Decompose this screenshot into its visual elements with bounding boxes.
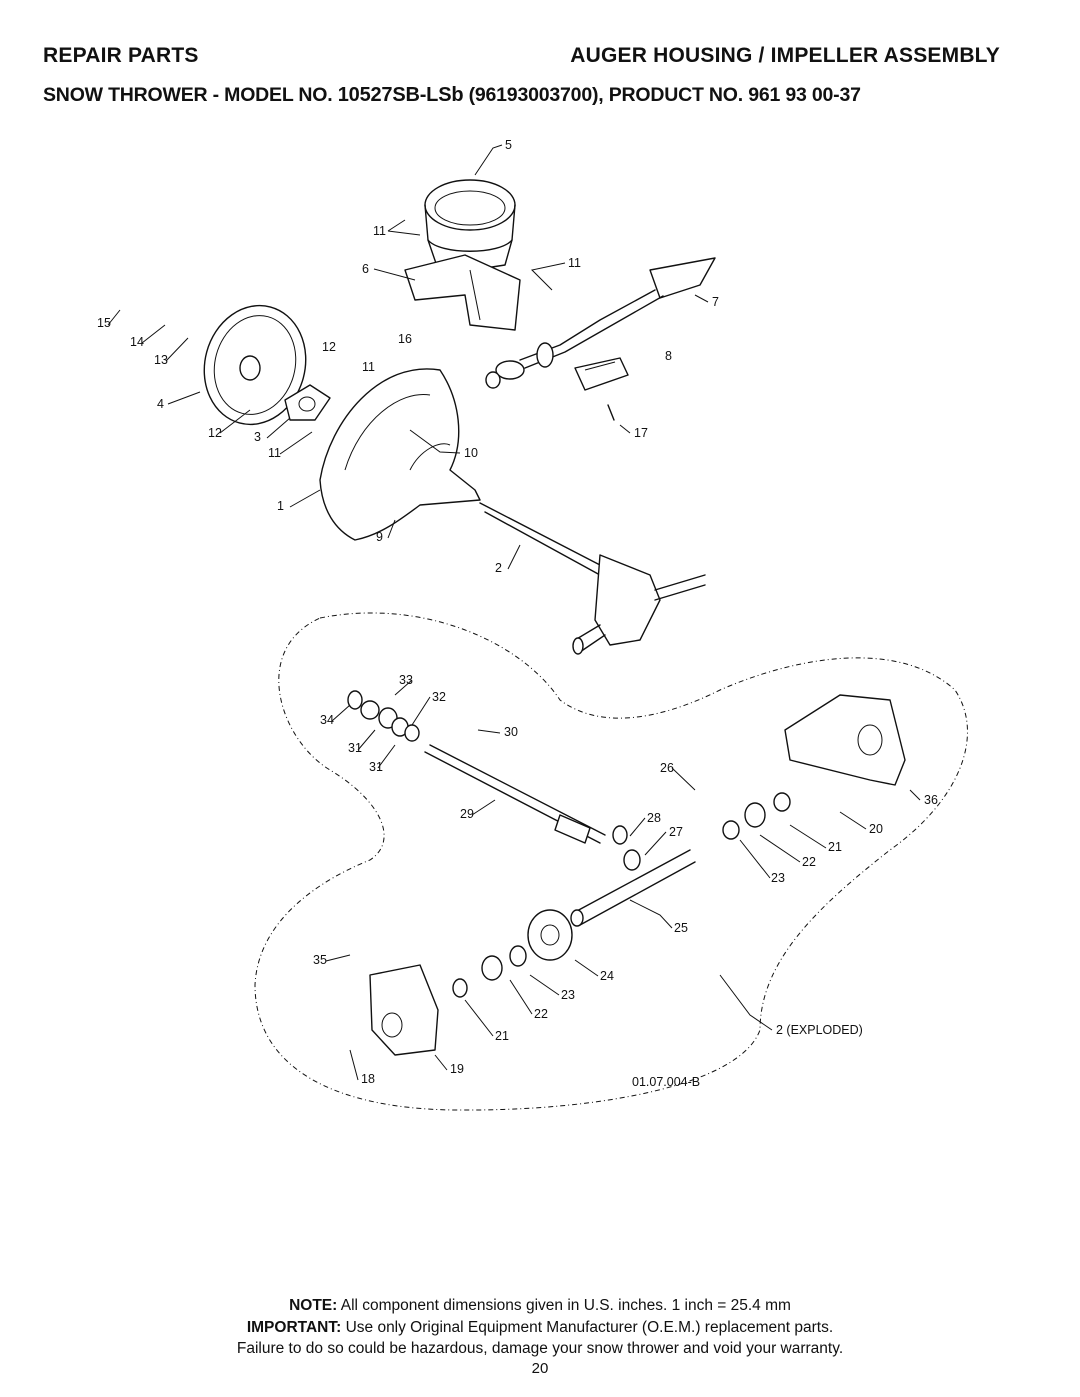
callout-5: 5 (505, 138, 512, 152)
figure-id: 01.07.004-B (632, 1075, 700, 1089)
warning-text: Failure to do so could be hazardous, dam… (236, 1340, 844, 1357)
callout-22a: 22 (802, 855, 816, 869)
note-text: All component dimensions given in U.S. i… (337, 1297, 791, 1314)
callout-2: 2 (495, 561, 502, 575)
important-label: IMPORTANT: (246, 1319, 342, 1336)
callout-25: 25 (674, 921, 688, 935)
callout-21b: 21 (495, 1029, 509, 1043)
callout-32: 32 (432, 690, 446, 704)
callout-4: 4 (157, 397, 164, 411)
callout-20: 20 (869, 822, 883, 836)
callout-10: 10 (464, 446, 478, 460)
callout-35: 35 (313, 953, 327, 967)
callout-31a: 31 (348, 741, 362, 755)
part-shroud (404, 254, 521, 331)
callout-28: 28 (647, 811, 661, 825)
section-title: REPAIR PARTS (43, 44, 199, 67)
part-chute-crank (485, 257, 716, 389)
callout-24: 24 (600, 969, 614, 983)
callout-8: 8 (665, 349, 672, 363)
part-crank-bracket (574, 357, 629, 391)
callout-19: 19 (450, 1062, 464, 1076)
part-worm-gear (527, 909, 573, 961)
callout-7: 7 (712, 295, 719, 309)
callout-12b: 12 (208, 426, 222, 440)
part-pulley (203, 304, 307, 426)
part-gear-case-right (784, 694, 906, 786)
callout-15: 15 (97, 316, 111, 330)
callout-3: 3 (254, 430, 261, 444)
callout-18: 18 (361, 1072, 375, 1086)
callout-9: 9 (376, 530, 383, 544)
callout-17: 17 (634, 426, 648, 440)
dimension-note: NOTE: All component dimensions given in … (0, 1297, 1080, 1315)
part-bolt-17 (607, 404, 615, 421)
callout-23b: 23 (561, 988, 575, 1002)
callout-31b: 31 (369, 760, 383, 774)
callout-11a: 11 (373, 224, 386, 238)
callout-11d: 11 (268, 446, 281, 460)
callout-30: 30 (504, 725, 518, 739)
part-auger-housing (319, 368, 481, 541)
callout-13: 13 (154, 353, 168, 367)
model-number: 10527SB-LSb (337, 84, 464, 106)
part-chute-adapter (424, 179, 516, 276)
callout-36: 36 (924, 793, 938, 807)
part-washers (452, 792, 791, 998)
callout-34: 34 (320, 713, 334, 727)
callout-12a: 12 (322, 340, 336, 354)
callout-14: 14 (130, 335, 144, 349)
callout-16: 16 (398, 332, 412, 346)
page-number: 20 (531, 1360, 549, 1377)
callout-6: 6 (362, 262, 369, 276)
callout-2-exploded: 2 (EXPLODED) (776, 1023, 863, 1037)
important-text: Use only Original Equipment Manufacturer… (341, 1319, 834, 1336)
part-spacers (347, 690, 420, 742)
model-suffix: (96193003700), PRODUCT NO. 961 93 00-37 (463, 84, 861, 106)
model-line: SNOW THROWER - MODEL NO. 10527SB-LSb (96… (43, 84, 861, 107)
model-prefix: SNOW THROWER - MODEL NO. (43, 84, 338, 106)
leader-lines (107, 144, 921, 1081)
callout-33: 33 (399, 673, 413, 687)
part-worm-shaft (424, 744, 606, 844)
exploded-view-boundary (254, 612, 968, 1111)
part-gearbox (479, 502, 706, 655)
callout-23a: 23 (771, 871, 785, 885)
important-note: IMPORTANT: Use only Original Equipment M… (0, 1319, 1080, 1337)
callout-26: 26 (660, 761, 674, 775)
part-axle-shaft (570, 849, 696, 927)
callout-22b: 22 (534, 1007, 548, 1021)
callout-11b: 11 (568, 256, 581, 270)
callout-1: 1 (277, 499, 284, 513)
callout-27: 27 (669, 825, 683, 839)
callout-21a: 21 (828, 840, 842, 854)
part-bearing-flange (284, 384, 331, 421)
note-label: NOTE: (289, 1297, 338, 1314)
part-gear-case-left (369, 964, 439, 1056)
assembly-title: AUGER HOUSING / IMPELLER ASSEMBLY (570, 44, 1000, 67)
callout-29: 29 (460, 807, 474, 821)
callout-11c: 11 (362, 360, 375, 374)
